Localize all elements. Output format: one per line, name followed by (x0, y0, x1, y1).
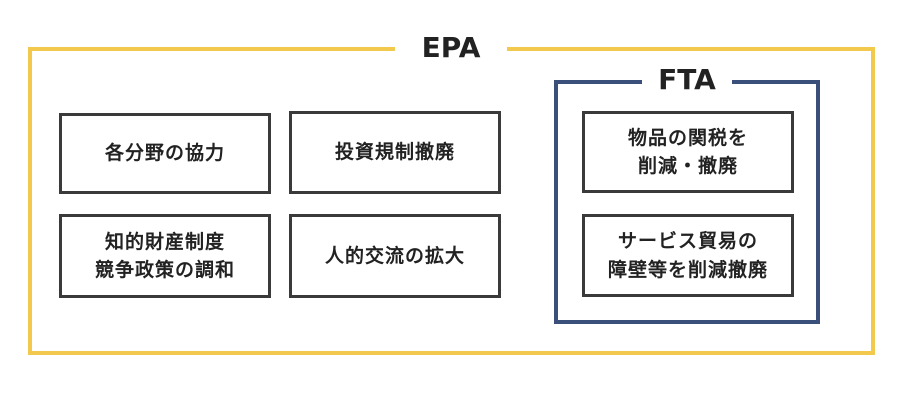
fta-item-services: サービス貿易の 障壁等を削減撤廃 (582, 214, 794, 297)
epa-label: EPA (395, 34, 507, 62)
epa-item-intellectual-property: 知的財産制度 競争政策の調和 (59, 214, 271, 298)
epa-item-cooperation: 各分野の協力 (59, 113, 271, 194)
epa-item-investment: 投資規制撤廃 (289, 111, 501, 194)
fta-item-tariffs: 物品の関税を 削減・撤廃 (582, 111, 794, 193)
epa-item-people-exchange: 人的交流の拡大 (289, 214, 501, 298)
fta-label: FTA (642, 66, 732, 94)
